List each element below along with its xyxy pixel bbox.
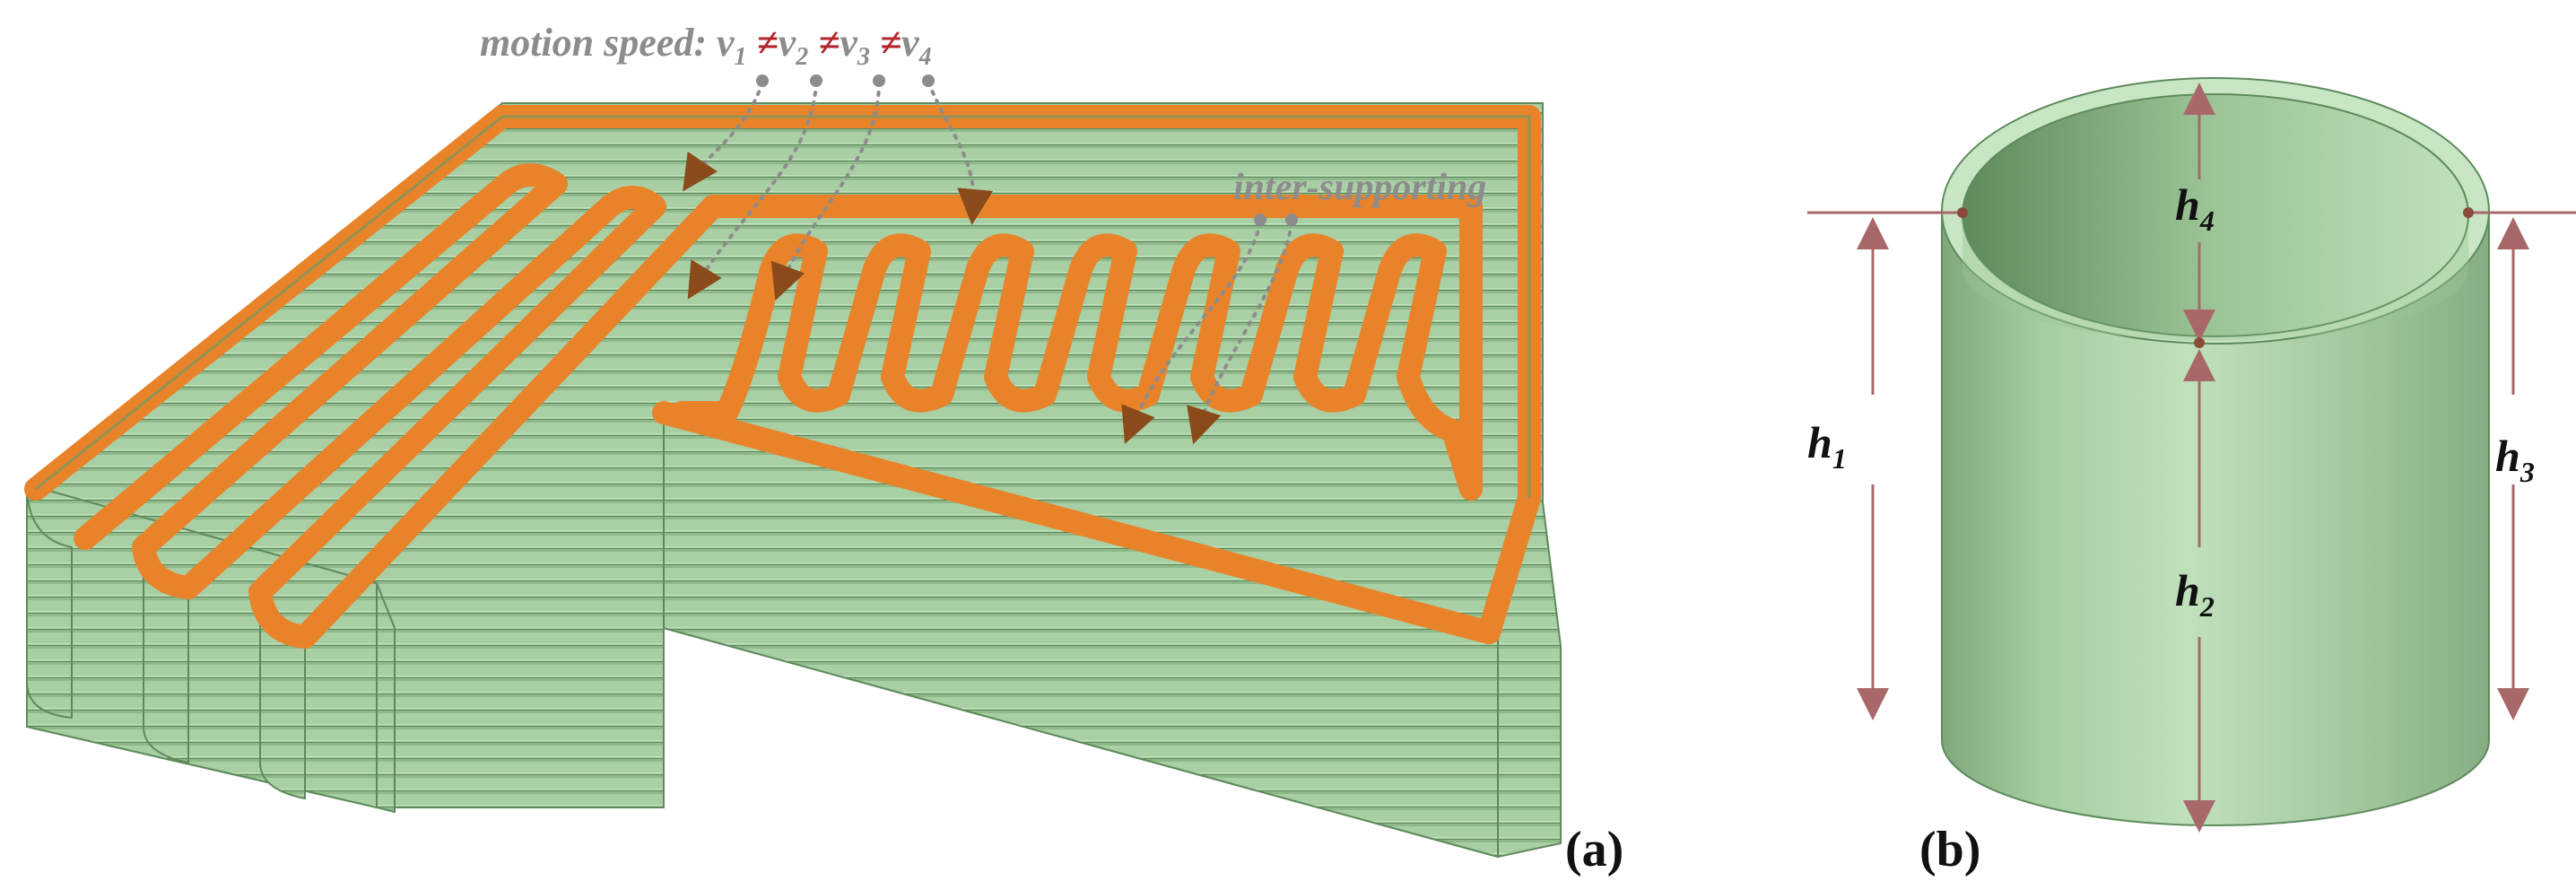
cylinder — [1941, 77, 2490, 826]
h4-label: h4 — [2175, 179, 2215, 237]
h3-label: h3 — [2495, 431, 2535, 488]
inter-supporting-label: inter-supporting — [1233, 167, 1486, 208]
anchor-dots — [756, 74, 1298, 226]
panel-b-label: (b) — [1919, 822, 1980, 877]
h1-label: h1 — [1807, 417, 1847, 475]
panel-a-label: (a) — [1565, 822, 1623, 877]
speed-arrows — [683, 81, 1293, 445]
h2-label: h2 — [2175, 565, 2215, 623]
panel-b: h1 h2 h3 h4 (b) — [1807, 77, 2576, 877]
motion-speed-label: motion speed: v1 ≠v2 ≠v3 ≠v4 — [480, 21, 932, 74]
panel-a: motion speed: v1 ≠v2 ≠v3 ≠v4 inter-suppo… — [24, 21, 1623, 877]
motion-speed-prefix: motion speed: — [480, 21, 717, 65]
dimension-lines — [1807, 83, 2576, 833]
